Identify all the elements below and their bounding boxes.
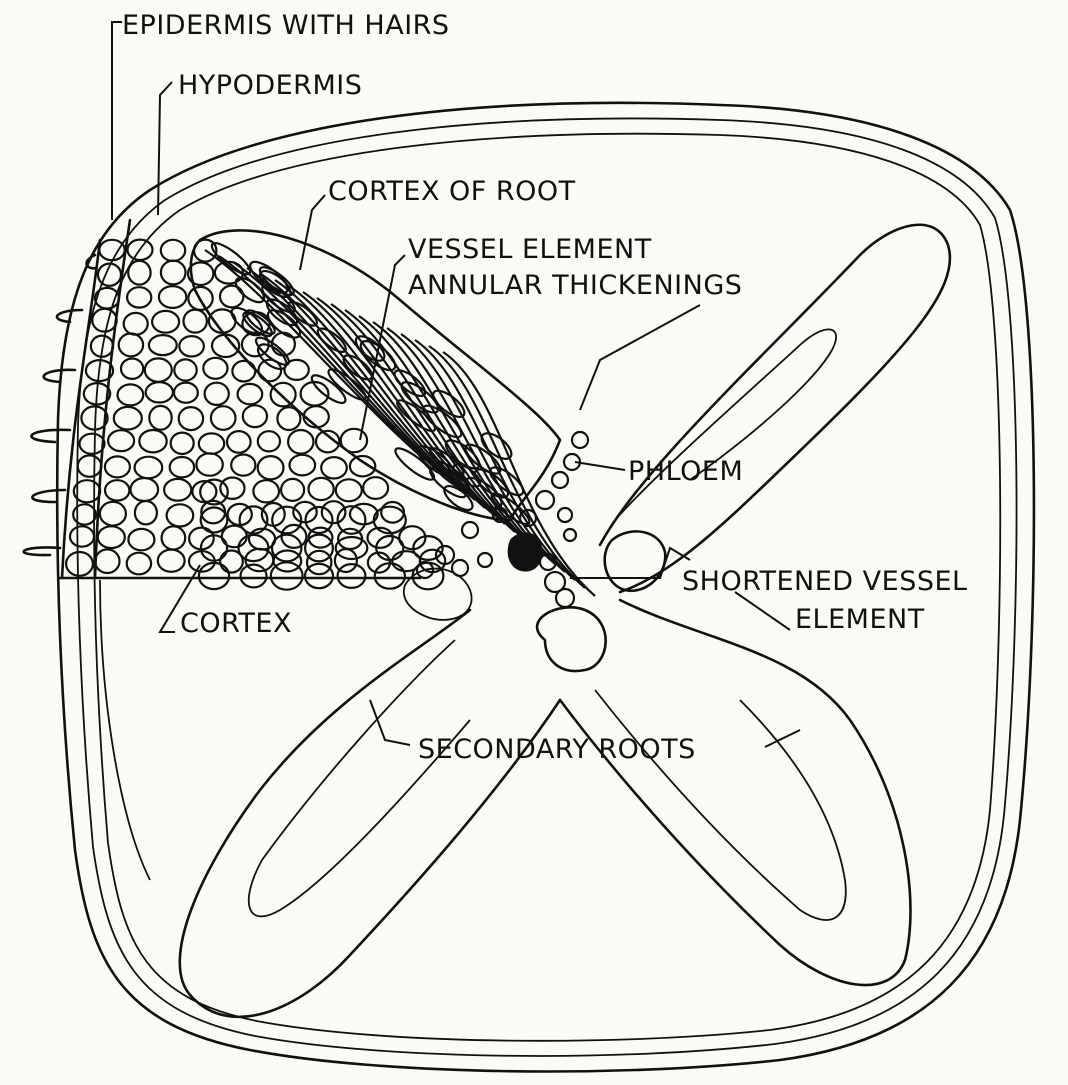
cortex-cell <box>139 430 166 452</box>
cortex-cell <box>105 480 129 500</box>
cortex-cell <box>241 565 267 588</box>
cortex-cell <box>80 434 105 454</box>
cortex-cell <box>238 384 263 404</box>
label-element: ELEMENT <box>795 604 925 635</box>
cortex-of-root-leader <box>300 195 325 270</box>
cortex-cell <box>199 433 224 453</box>
label-shortened-vessel: SHORTENED VESSEL <box>682 566 968 597</box>
cortex-cell <box>306 507 333 533</box>
cortex-cell <box>127 553 151 575</box>
cortex-cell <box>179 336 204 356</box>
cortex-cell <box>98 526 125 548</box>
label-cortex: CORTEX <box>180 608 292 639</box>
cortex-cell <box>184 310 207 333</box>
cortex-cell <box>227 431 251 453</box>
cortex-cell <box>288 430 313 454</box>
cortex-cell <box>95 549 119 573</box>
cortex-cell <box>161 240 185 261</box>
cortex-cell <box>290 455 316 476</box>
label-vessel-element: VESSEL ELEMENT <box>408 234 652 265</box>
cortex-cell <box>152 311 179 333</box>
cortex-cell <box>161 261 186 285</box>
secondary-root-lower-left <box>180 610 560 1017</box>
label-epidermis-with-hairs: EPIDERMIS WITH HAIRS <box>122 10 450 41</box>
cortex-cell <box>105 456 130 477</box>
cortex-cell <box>205 383 229 405</box>
cortex-cell <box>322 501 346 523</box>
cortex-cell <box>162 526 186 549</box>
cortex-cell <box>220 478 244 499</box>
cortex-cell <box>159 286 186 308</box>
label-phloem: PHLOEM <box>628 456 743 487</box>
cortex-cell <box>124 313 148 335</box>
cortex-cell <box>179 407 203 430</box>
cortex-cell <box>231 455 255 476</box>
cortex-cell <box>100 502 126 526</box>
cortex-cell <box>146 382 173 402</box>
label-cortex-of-root: CORTEX OF ROOT <box>328 176 576 207</box>
cortex-cell <box>70 526 94 546</box>
cortex-cell <box>121 359 143 379</box>
cortex-cell <box>336 479 362 501</box>
cortex-cell <box>135 501 157 524</box>
cortex-cell <box>114 407 142 430</box>
label-annular-thickenings: ANNULAR THICKENINGS <box>408 270 742 301</box>
secondary-roots-leader-left <box>370 700 410 745</box>
cortex-cell <box>258 456 284 479</box>
cortex-cell <box>171 433 194 454</box>
labels: EPIDERMIS WITH HAIRS HYPODERMIS CORTEX O… <box>122 10 968 765</box>
label-hypodermis: HYPODERMIS <box>178 70 362 101</box>
vessel-element-dark <box>508 532 543 571</box>
cortex-cell <box>321 457 347 478</box>
cortex-cell <box>170 457 194 477</box>
cortex-cell <box>211 406 236 430</box>
cortex-cell <box>167 504 194 526</box>
cortex-cell <box>164 479 191 501</box>
hypodermis-leader <box>158 82 172 215</box>
cortex-cell <box>99 240 124 260</box>
cortex-cell <box>271 562 303 589</box>
label-secondary-roots: SECONDARY ROOTS <box>418 734 696 765</box>
cortex-cell <box>281 479 304 501</box>
cortex-cell <box>78 455 102 476</box>
cortex-cell <box>108 430 134 451</box>
cortex-cell <box>253 480 279 502</box>
phloem-leader <box>575 462 625 470</box>
cortex-cell <box>203 358 227 379</box>
cortex-cell <box>92 309 116 332</box>
cortex-cell <box>258 431 280 451</box>
cortex-cell <box>149 335 177 355</box>
cortex-cell <box>304 406 329 427</box>
cortex-cell <box>127 287 151 307</box>
cortex-cell <box>196 453 222 475</box>
cortex-cell <box>128 261 150 285</box>
root-cortex-cell <box>461 440 504 478</box>
cortex-cell <box>119 334 143 357</box>
cortex-cell <box>117 384 143 405</box>
cortex-cell <box>363 477 388 499</box>
cortex-cell <box>66 552 93 576</box>
epidermis-leader <box>112 22 122 220</box>
cortex-cell <box>174 383 198 403</box>
annular-thickenings-leader <box>580 305 700 410</box>
cortex-cell <box>135 457 163 479</box>
secondary-root-lower-right <box>560 600 910 985</box>
cortex-cell <box>128 529 154 550</box>
cortex-cell <box>131 478 159 501</box>
cortex-cell <box>381 502 404 523</box>
cortex-cell <box>309 478 334 500</box>
cortex-cell <box>307 551 331 574</box>
cortex-cell <box>149 406 171 430</box>
cortex-cell <box>305 564 333 588</box>
cortex-cell <box>271 383 296 407</box>
cortex-cell <box>174 359 196 380</box>
cortex-cell <box>145 358 172 381</box>
cortex-cell <box>243 405 267 427</box>
cortex-cell <box>338 564 366 588</box>
element-leader <box>735 592 790 630</box>
cortex-cell <box>158 550 185 572</box>
cortex-cell <box>220 286 243 308</box>
